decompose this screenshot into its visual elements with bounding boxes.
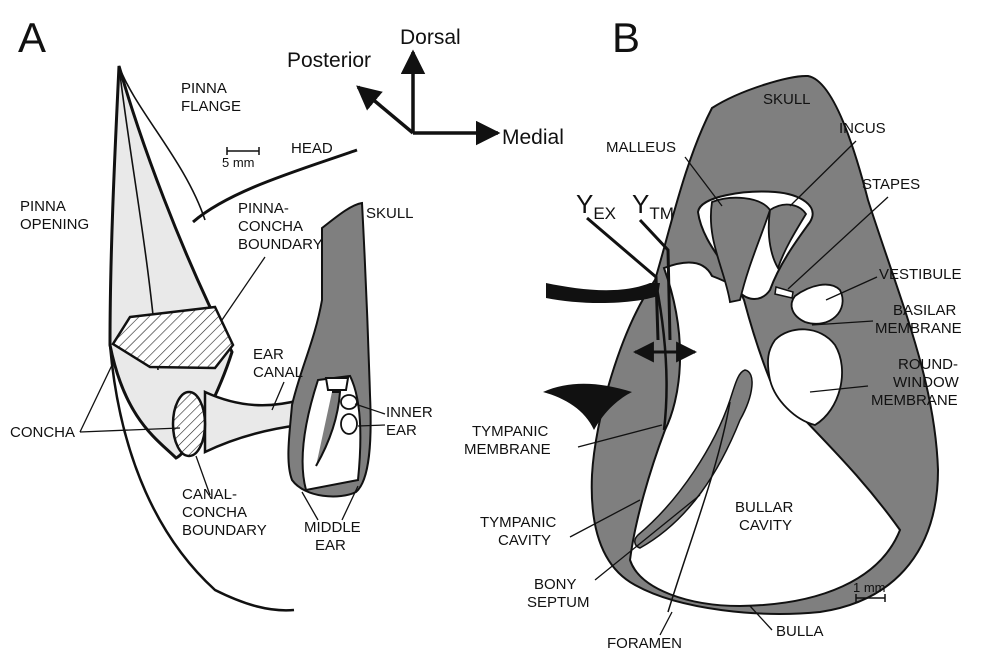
label-basilar-membrane-line2: MEMBRANE	[875, 320, 962, 337]
y-tm-label: YTM	[632, 189, 674, 223]
label-pinna-opening-line1: PINNA	[20, 198, 66, 215]
label-foramen: FORAMEN	[607, 635, 682, 652]
label-skull-a: SKULL	[366, 205, 414, 222]
label-inner-ear-line1: INNER	[386, 404, 433, 421]
label-tympanic-cavity-line2: CAVITY	[498, 532, 551, 549]
label-ear-canal-line2: CANAL	[253, 364, 303, 381]
medial-label: Medial	[502, 126, 564, 149]
label-pinna-concha-boundary-line2: CONCHA	[238, 218, 303, 235]
y-ex-label: YEX	[576, 189, 616, 223]
label-canal-concha-boundary-line2: CONCHA	[182, 504, 247, 521]
label-pinna-concha-boundary-line3: BOUNDARY	[238, 236, 323, 253]
label-middle-ear-line2: EAR	[315, 537, 346, 554]
ossicles-a-shape	[326, 378, 348, 390]
label-round-window-line1: ROUND-	[898, 356, 958, 373]
label-tympanic-membrane-line1: TYMPANIC	[472, 423, 549, 440]
inner-ear-shape	[341, 395, 357, 409]
label-pinna-flange-line2: FLANGE	[181, 98, 241, 115]
orientation-compass: Dorsal Posterior Medial	[287, 26, 564, 149]
label-bulla: BULLA	[776, 623, 824, 640]
panel-b-label: B	[612, 14, 640, 61]
label-canal-concha-boundary-line3: BOUNDARY	[182, 522, 267, 539]
label-round-window-line2: WINDOW	[893, 374, 960, 391]
label-malleus: MALLEUS	[606, 139, 676, 156]
label-bony-septum-line1: BONY	[534, 576, 577, 593]
label-vestibule: VESTIBULE	[879, 266, 962, 283]
label-skull-b: SKULL	[763, 91, 811, 108]
canal-concha-boundary-shape	[173, 392, 205, 456]
label-concha: CONCHA	[10, 424, 75, 441]
label-head: HEAD	[291, 140, 333, 157]
posterior-label: Posterior	[287, 49, 371, 72]
dorsal-label: Dorsal	[400, 26, 461, 49]
label-pinna-concha-boundary-line1: PINNA-	[238, 200, 289, 217]
label-tympanic-cavity-line1: TYMPANIC	[480, 514, 557, 531]
label-bony-septum-line2: SEPTUM	[527, 594, 590, 611]
label-stapes: STAPES	[862, 176, 920, 193]
posterior-arrow	[358, 87, 413, 133]
label-ear-canal-line1: EAR	[253, 346, 284, 363]
label-pinna-flange-line1: PINNA	[181, 80, 227, 97]
cochlea-shape	[341, 414, 357, 434]
label-tympanic-membrane-line2: MEMBRANE	[464, 441, 551, 458]
label-inner-ear-line2: EAR	[386, 422, 417, 439]
label-bullar-cavity-line2: CAVITY	[739, 517, 792, 534]
scale-bar-a-label: 5 mm	[222, 155, 255, 170]
scale-bar-b-label: 1 mm	[853, 580, 886, 595]
label-basilar-membrane-line1: BASILAR	[893, 302, 957, 319]
label-pinna-opening-line2: OPENING	[20, 216, 89, 233]
label-middle-ear-line1: MIDDLE	[304, 519, 361, 536]
label-incus: INCUS	[839, 120, 886, 137]
panel-a-label: A	[18, 14, 46, 61]
label-bullar-cavity-line1: BULLAR	[735, 499, 794, 516]
label-round-window-line3: MEMBRANE	[871, 392, 958, 409]
